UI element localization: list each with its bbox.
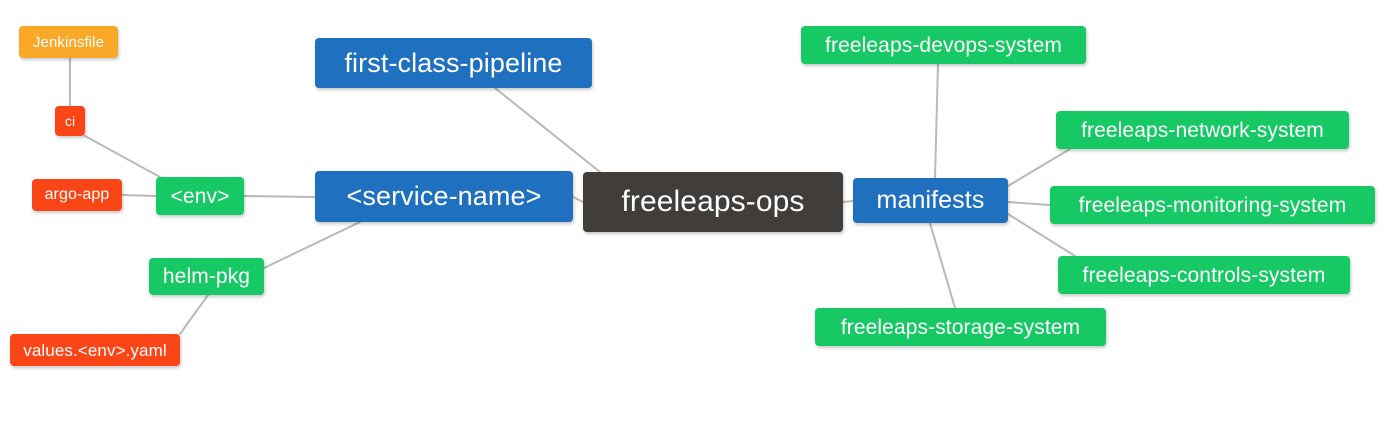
node-freeleaps-controls-system[interactable]: freeleaps-controls-system: [1058, 256, 1350, 294]
node-freeleaps-storage-system[interactable]: freeleaps-storage-system: [815, 308, 1106, 346]
node-values-env-yaml[interactable]: values.<env>.yaml: [10, 334, 180, 366]
node-label-freeleaps-monitoring-system: freeleaps-monitoring-system: [1078, 193, 1347, 217]
node-freeleaps-monitoring-system[interactable]: freeleaps-monitoring-system: [1050, 186, 1375, 224]
edge-ci-to-env: [84, 135, 161, 178]
node-label-values-env-yaml: values.<env>.yaml: [23, 340, 167, 360]
edge-service-name-to-freeleaps-ops: [572, 196, 584, 203]
node-label-freeleaps-storage-system: freeleaps-storage-system: [840, 315, 1081, 339]
edge-freeleaps-ops-to-manifests: [842, 200, 854, 203]
edge-argo-app-to-env: [121, 194, 157, 197]
node-label-freeleaps-devops-system: freeleaps-devops-system: [825, 33, 1062, 57]
node-service-name[interactable]: <service-name>: [315, 171, 573, 222]
node-label-freeleaps-ops: freeleaps-ops: [621, 185, 805, 218]
edge-first-class-pipeline-to-freeleaps-ops: [494, 87, 601, 173]
node-label-ci: ci: [64, 113, 76, 129]
node-ci[interactable]: ci: [55, 106, 85, 136]
node-label-helm-pkg: helm-pkg: [162, 265, 251, 288]
edge-values-env-yaml-to-helm-pkg: [179, 294, 209, 335]
node-label-service-name: <service-name>: [346, 181, 542, 211]
edge-env-to-service-name: [243, 195, 316, 198]
edge-helm-pkg-to-service-name: [263, 221, 361, 269]
node-label-manifests: manifests: [876, 186, 985, 214]
node-env[interactable]: <env>: [156, 177, 244, 215]
node-label-argo-app: argo-app: [44, 186, 110, 203]
node-freeleaps-ops[interactable]: freeleaps-ops: [583, 172, 843, 232]
edge-manifests-to-freeleaps-network-system: [1007, 148, 1071, 187]
node-argo-app[interactable]: argo-app: [32, 179, 122, 211]
node-label-env: <env>: [170, 184, 230, 208]
node-freeleaps-network-system[interactable]: freeleaps-network-system: [1056, 111, 1349, 149]
node-helm-pkg[interactable]: helm-pkg: [149, 258, 264, 295]
node-label-freeleaps-network-system: freeleaps-network-system: [1081, 118, 1324, 142]
node-first-class-pipeline[interactable]: first-class-pipeline: [315, 38, 592, 88]
node-manifests[interactable]: manifests: [853, 178, 1008, 223]
node-freeleaps-devops-system[interactable]: freeleaps-devops-system: [801, 26, 1086, 64]
node-label-first-class-pipeline: first-class-pipeline: [344, 47, 563, 78]
edge-manifests-to-freeleaps-devops-system: [934, 63, 939, 179]
node-label-jenkinsfile: Jenkinsfile: [32, 33, 105, 51]
node-label-freeleaps-controls-system: freeleaps-controls-system: [1082, 263, 1326, 287]
edge-manifests-to-freeleaps-storage-system: [929, 222, 956, 309]
node-jenkinsfile[interactable]: Jenkinsfile: [19, 26, 118, 58]
edge-manifests-to-freeleaps-monitoring-system: [1007, 201, 1051, 206]
